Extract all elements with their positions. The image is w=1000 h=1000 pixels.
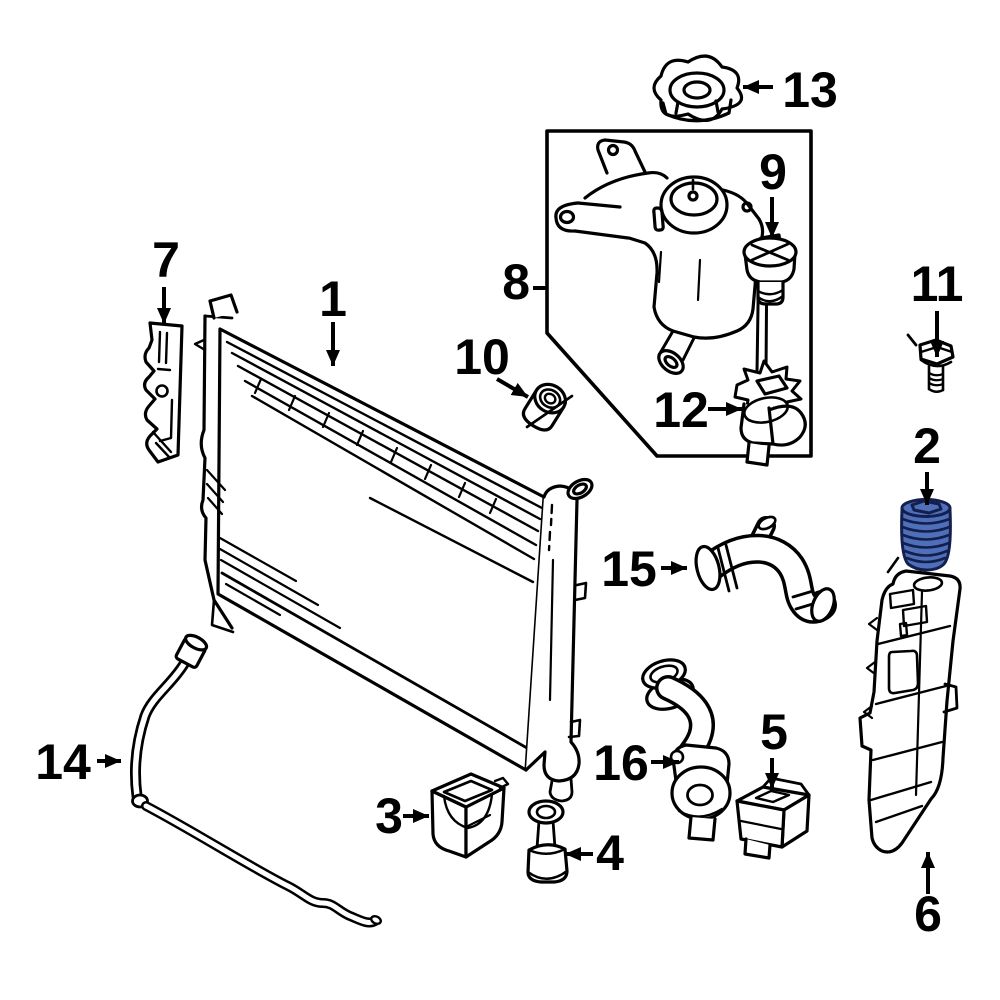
callout-14: 14 bbox=[35, 734, 121, 790]
callout-5-label: 5 bbox=[760, 704, 788, 760]
callout-12-label: 12 bbox=[653, 382, 709, 438]
part-5-support-bracket bbox=[735, 776, 811, 860]
part-11-bolt bbox=[906, 333, 955, 393]
callout-10: 10 bbox=[454, 329, 530, 399]
callout-8-label: 8 bbox=[502, 254, 530, 310]
callout-15-label: 15 bbox=[601, 541, 657, 597]
callout-6-label: 6 bbox=[914, 886, 942, 942]
callout-3: 3 bbox=[375, 788, 429, 844]
part-16-lower-hose bbox=[641, 658, 732, 842]
part-6-air-duct bbox=[858, 569, 962, 854]
callout-2-label: 2 bbox=[913, 418, 941, 474]
callout-10-arrow bbox=[495, 377, 530, 399]
callout-2: 2 bbox=[913, 418, 941, 505]
part-8-expansion-tank-box bbox=[545, 129, 813, 458]
part-15-upper-hose bbox=[694, 515, 837, 624]
callout-14-label: 14 bbox=[35, 734, 91, 790]
part-1-radiator bbox=[193, 293, 594, 803]
callout-16: 16 bbox=[593, 735, 679, 791]
linework bbox=[129, 54, 962, 928]
callout-1-label: 1 bbox=[319, 271, 347, 327]
part-3-mount-bracket bbox=[430, 772, 510, 859]
callouts: 1 2 3 4 5 6 bbox=[35, 62, 963, 942]
buffer-base-tick bbox=[886, 556, 900, 574]
callout-7: 7 bbox=[152, 232, 180, 324]
callout-13: 13 bbox=[743, 62, 838, 118]
callout-6: 6 bbox=[914, 852, 942, 942]
part-8-expansion-tank bbox=[554, 138, 783, 375]
callout-3-label: 3 bbox=[375, 788, 403, 844]
part-7-side-bracket bbox=[142, 321, 184, 464]
callout-4: 4 bbox=[565, 825, 624, 881]
callout-4-label: 4 bbox=[596, 825, 624, 881]
callout-9: 9 bbox=[759, 144, 787, 238]
part-13-tank-cap bbox=[652, 54, 744, 123]
callout-10-label: 10 bbox=[454, 329, 510, 385]
part-2-rubber-buffer-highlighted bbox=[900, 498, 952, 572]
part-4-mount-pin bbox=[526, 799, 569, 884]
part-9-vent-plug bbox=[742, 236, 798, 306]
part-14-vent-pipe bbox=[129, 633, 382, 928]
part-10-grommet bbox=[521, 382, 574, 432]
callout-9-label: 9 bbox=[759, 144, 787, 200]
callout-8: 8 bbox=[502, 254, 548, 310]
callout-5: 5 bbox=[760, 704, 788, 789]
callout-11: 11 bbox=[911, 256, 964, 357]
callout-15: 15 bbox=[601, 541, 687, 597]
callout-12: 12 bbox=[653, 382, 742, 438]
callout-7-label: 7 bbox=[152, 232, 180, 288]
callout-16-label: 16 bbox=[593, 735, 649, 791]
callout-1: 1 bbox=[319, 271, 347, 366]
callout-11-label: 11 bbox=[911, 256, 964, 312]
callout-13-label: 13 bbox=[782, 62, 838, 118]
